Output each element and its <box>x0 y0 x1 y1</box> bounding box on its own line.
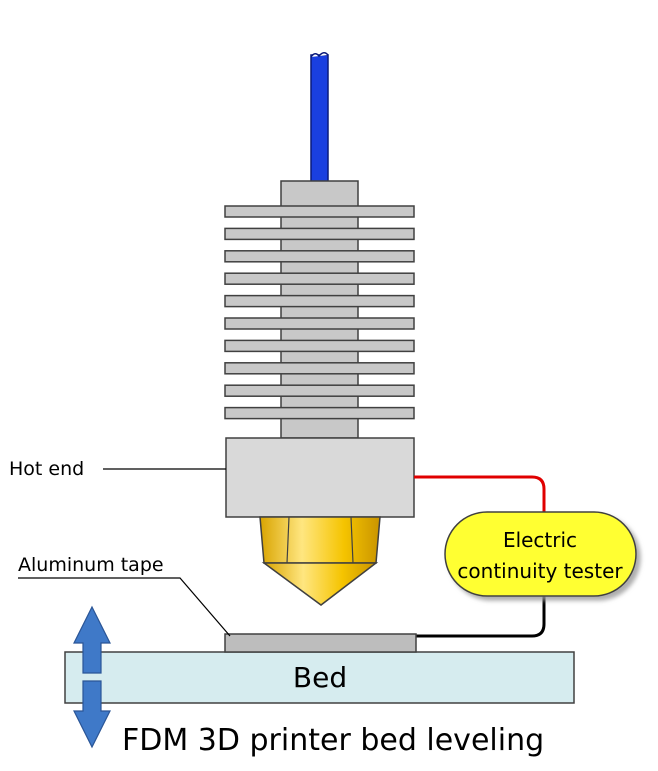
heatsink-fin <box>224 406 415 420</box>
aluminum-tape-label: Aluminum tape <box>18 554 164 576</box>
tester-label-line1: Electric <box>503 528 577 552</box>
black-wire <box>416 596 546 638</box>
heatsink-fin <box>224 339 415 353</box>
heatsink-fin <box>224 227 415 241</box>
heatsink-fin <box>224 294 415 308</box>
hot-end-label: Hot end <box>9 458 84 480</box>
red-wire <box>414 475 546 512</box>
aluminum-tape <box>224 633 417 653</box>
nozzle <box>259 516 381 606</box>
continuity-tester: Electric continuity tester <box>444 511 637 597</box>
heatsink-fin <box>224 272 415 285</box>
diagram-title: FDM 3D printer bed leveling <box>122 723 544 758</box>
heatsink-fin <box>224 205 415 218</box>
heatsink-fin <box>224 317 415 330</box>
heatsink-core <box>280 180 359 439</box>
filament <box>310 52 329 184</box>
heatsink-fins <box>224 205 415 420</box>
heatsink-fin <box>224 384 415 397</box>
bed <box>64 651 575 704</box>
double-vertical-arrow-icon <box>73 605 111 749</box>
heatsink-fin <box>224 250 415 263</box>
tester-label-line2: continuity tester <box>457 559 623 583</box>
hot-end-block <box>225 437 415 518</box>
heatsink-fin <box>224 362 415 375</box>
aluminum-tape-leader <box>18 577 231 637</box>
bed-label: Bed <box>293 661 347 694</box>
